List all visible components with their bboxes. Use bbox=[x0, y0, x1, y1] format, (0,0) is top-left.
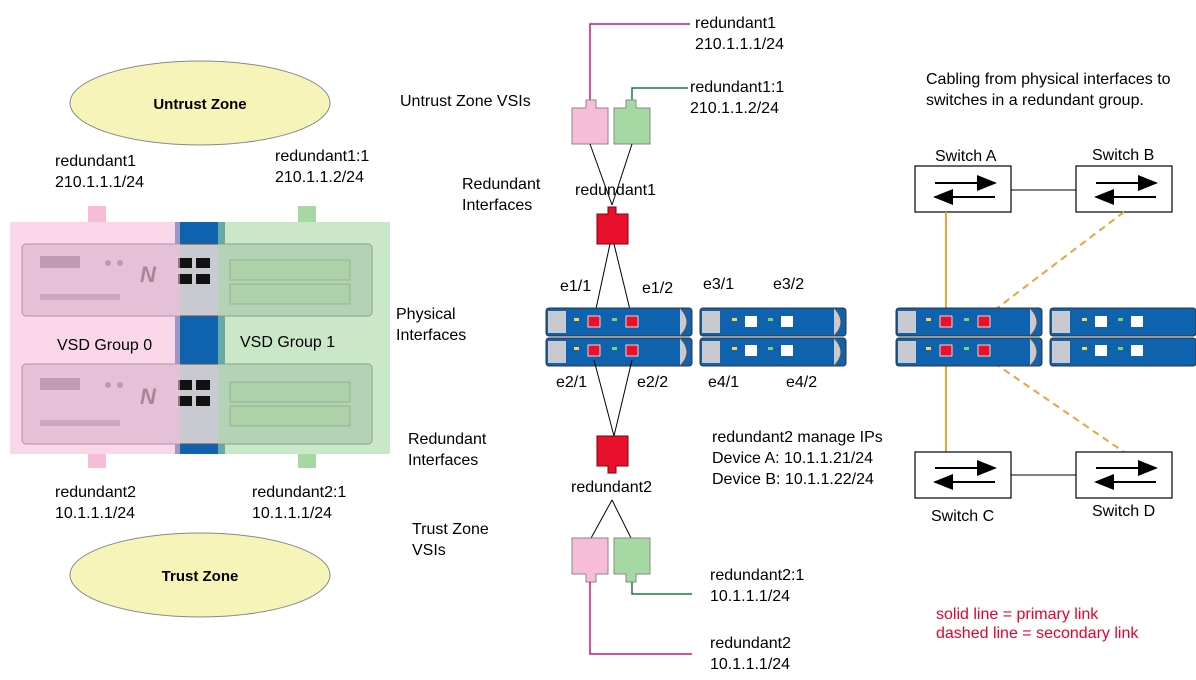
redundant-interfaces-label-1b: Interfaces bbox=[462, 197, 532, 214]
redundant2-label: redundant2 bbox=[571, 479, 652, 496]
vsd-group-0-overlay bbox=[10, 222, 180, 454]
physical-chassis-right bbox=[895, 307, 1196, 367]
physical-chassis-middle bbox=[545, 307, 847, 367]
vsd-group-0-tab-top bbox=[88, 206, 106, 222]
redundant-interfaces-label-2b: Interfaces bbox=[408, 452, 478, 469]
switch-b bbox=[1075, 165, 1173, 213]
vsd-group-1-tab-bottom bbox=[298, 454, 316, 468]
port-e2-2: e2/2 bbox=[637, 374, 668, 391]
redundant1-leader-line bbox=[589, 23, 690, 100]
legend-solid: solid line = primary link bbox=[936, 606, 1099, 623]
port-e3-2: e3/2 bbox=[773, 276, 804, 293]
port-e4-2: e4/2 bbox=[786, 374, 817, 391]
cabling-caption-line2: switches in a redundant group. bbox=[926, 92, 1144, 109]
switch-c bbox=[914, 451, 1012, 499]
vsd-group-1-tab-top bbox=[298, 206, 316, 222]
bottom-redundant2-1-name: redundant2:1 bbox=[710, 567, 804, 584]
redundant-interfaces-label-1a: Redundant bbox=[462, 176, 541, 193]
trust-vsi-green bbox=[613, 537, 651, 583]
secondary-link-d-e22 bbox=[983, 355, 1125, 453]
middle-section: Untrust Zone VSIs Redundant Interfaces P… bbox=[396, 15, 883, 673]
trust-vsis-label-b: VSIs bbox=[412, 542, 446, 559]
untrust-vsi-pink bbox=[571, 99, 609, 145]
port-e3-1: e3/1 bbox=[703, 276, 734, 293]
switch-a bbox=[914, 165, 1012, 213]
right-section: Cabling from physical interfaces to swit… bbox=[895, 71, 1196, 642]
trust-zone-label: Trust Zone bbox=[162, 568, 239, 585]
top-redundant1-1-name: redundant1:1 bbox=[690, 79, 784, 96]
switch-b-label: Switch B bbox=[1092, 147, 1154, 164]
left-redundant1-ip: 210.1.1.1/24 bbox=[55, 174, 144, 191]
trust-vsis-label-a: Trust Zone bbox=[412, 521, 489, 538]
left-redundant2-name: redundant2 bbox=[55, 484, 136, 501]
left-section: Untrust Zone Trust Zone redundant1 210.1… bbox=[10, 60, 390, 618]
left-redundant2-1-ip: 10.1.1.1/24 bbox=[252, 505, 332, 522]
physical-interfaces-label-a: Physical bbox=[396, 306, 456, 323]
manage-ips-device-a: Device A: 10.1.1.21/24 bbox=[712, 450, 873, 467]
bottom-redundant2-1-ip: 10.1.1.1/24 bbox=[710, 588, 790, 605]
vsd-group-1-overlay bbox=[218, 222, 390, 454]
left-redundant1-1-ip: 210.1.1.2/24 bbox=[275, 169, 364, 186]
manage-ips-title: redundant2 manage IPs bbox=[712, 429, 883, 446]
bottom-redundant2-ip: 10.1.1.1/24 bbox=[710, 656, 790, 673]
port-e1-2: e1/2 bbox=[642, 280, 673, 297]
redundant1-1-leader-line bbox=[631, 87, 688, 100]
port-e2-1: e2/1 bbox=[556, 374, 587, 391]
untrust-zone-ellipse bbox=[69, 60, 331, 146]
cabling-caption-line1: Cabling from physical interfaces to bbox=[926, 71, 1171, 88]
top-redundant1-name: redundant1 bbox=[695, 15, 776, 32]
redundant2-1-leader-line bbox=[631, 582, 692, 595]
switch-d-label: Switch D bbox=[1092, 503, 1155, 520]
trust-vsi-pink bbox=[571, 537, 609, 583]
top-redundant1-1-ip: 210.1.1.2/24 bbox=[690, 100, 779, 117]
legend-dashed: dashed line = secondary link bbox=[936, 625, 1139, 642]
port-e4-1: e4/1 bbox=[708, 374, 739, 391]
left-redundant1-1-name: redundant1:1 bbox=[275, 148, 369, 165]
redundant1-label: redundant1 bbox=[575, 182, 656, 199]
left-redundant1-name: redundant1 bbox=[55, 153, 136, 170]
switch-d bbox=[1075, 451, 1173, 499]
redundant-interfaces-label-2a: Redundant bbox=[408, 431, 487, 448]
untrust-zone-label: Untrust Zone bbox=[153, 96, 246, 113]
switch-c-label: Switch C bbox=[931, 508, 994, 525]
vsd-group-0-label: VSD Group 0 bbox=[57, 337, 152, 354]
port-e1-1: e1/1 bbox=[560, 278, 591, 295]
redundant1-interface-icon bbox=[596, 206, 629, 245]
redundant2-interface-icon bbox=[596, 435, 629, 474]
physical-interfaces-label-b: Interfaces bbox=[396, 327, 466, 344]
redundant2-leader-line bbox=[589, 582, 692, 655]
left-redundant2-ip: 10.1.1.1/24 bbox=[55, 505, 135, 522]
bottom-redundant2-name: redundant2 bbox=[710, 635, 791, 652]
left-redundant2-1-name: redundant2:1 bbox=[252, 484, 346, 501]
vsd-group-0-tab-bottom bbox=[88, 454, 106, 468]
manage-ips-device-b: Device B: 10.1.1.22/24 bbox=[712, 471, 874, 488]
untrust-vsi-green bbox=[613, 99, 651, 145]
vsd-group-1-label: VSD Group 1 bbox=[240, 334, 335, 351]
untrust-vsis-label: Untrust Zone VSIs bbox=[400, 93, 531, 110]
secondary-link-b-e12 bbox=[983, 211, 1125, 319]
top-redundant1-ip: 210.1.1.1/24 bbox=[695, 36, 784, 53]
trust-zone-ellipse bbox=[69, 532, 331, 618]
switch-a-label: Switch A bbox=[935, 148, 997, 165]
